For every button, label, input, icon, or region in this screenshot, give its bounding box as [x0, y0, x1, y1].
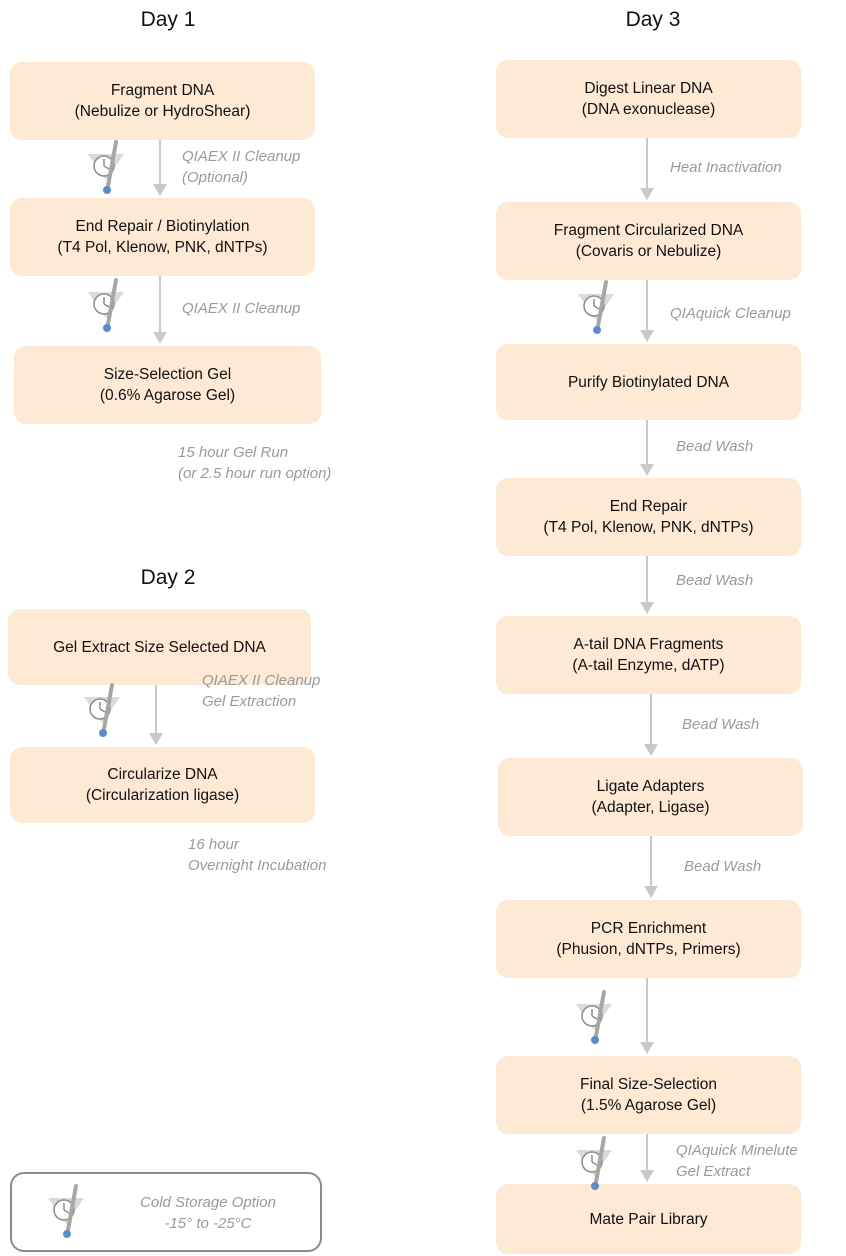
step-title: Fragment Circularized DNA: [553, 222, 744, 239]
day2-title: Day 2: [140, 566, 196, 589]
note-line: Bead Wash: [676, 572, 754, 589]
legend-text: Cold Storage Option -15° to -25°C: [108, 1192, 308, 1234]
step-title: Mate Pair Library: [589, 1210, 708, 1228]
note-line: QIAEX II Cleanup: [182, 148, 301, 165]
thermometer-clock-icon: [578, 280, 614, 334]
note-line: (Optional): [182, 169, 248, 186]
note-line: Overnight Incubation: [188, 857, 327, 874]
thermometer-clock-icon: [84, 683, 120, 737]
step-final-size-selection: Final Size-Selection (1.5% Agarose Gel): [496, 1056, 801, 1134]
note-line: Heat Inactivation: [670, 159, 782, 176]
note-line: Gel Extraction: [202, 693, 297, 710]
step-fragment-dna: Fragment DNA (Nebulize or HydroShear): [10, 62, 315, 140]
note-qiaquick-cleanup: QIAquick Cleanup: [670, 303, 791, 324]
flow-arrow: [640, 420, 654, 476]
flow-arrow: [640, 978, 654, 1054]
step-detail: (A-tail Enzyme, dATP): [572, 657, 725, 674]
flow-arrow: [153, 276, 167, 344]
flow-arrow: [640, 138, 654, 200]
note-line: (or 2.5 hour run option): [178, 465, 332, 482]
day1-title: Day 1: [140, 8, 196, 31]
note-line: Bead Wash: [676, 438, 754, 455]
note-qiaex-cleanup: QIAEX II Cleanup: [182, 298, 300, 319]
thermometer-clock-icon: [576, 1136, 612, 1190]
step-pcr-enrichment: PCR Enrichment (Phusion, dNTPs, Primers): [496, 900, 801, 978]
note-qiaquick-minelute: QIAquick Minelute Gel Extract: [676, 1140, 798, 1182]
thermometer-clock-icon: [88, 140, 124, 194]
step-size-selection-gel: Size-Selection Gel (0.6% Agarose Gel): [14, 346, 321, 424]
note-overnight-incubation: 16 hour Overnight Incubation: [188, 834, 326, 876]
step-circularize-dna: Circularize DNA (Circularization ligase): [10, 747, 315, 823]
note-bead-wash: Bead Wash: [682, 714, 759, 735]
legend-cold-storage: Cold Storage Option -15° to -25°C: [10, 1172, 322, 1252]
step-detail: (T4 Pol, Klenow, PNK, dNTPs): [57, 239, 268, 256]
note-line: QIAquick Minelute: [676, 1142, 798, 1159]
step-title: Final Size-Selection: [580, 1076, 717, 1093]
note-line: QIAEX II Cleanup: [182, 300, 301, 317]
step-detail: (T4 Pol, Klenow, PNK, dNTPs): [543, 519, 754, 536]
step-fragment-circularized-dna: Fragment Circularized DNA (Covaris or Ne…: [496, 202, 801, 280]
step-detail: (Covaris or Nebulize): [575, 243, 722, 260]
step-end-repair-biotinylation: End Repair / Biotinylation (T4 Pol, Klen…: [10, 198, 315, 276]
note-qiaex-gel-extraction: QIAEX II Cleanup Gel Extraction: [202, 670, 320, 712]
step-end-repair: End Repair (T4 Pol, Klenow, PNK, dNTPs): [496, 478, 801, 556]
thermometer-clock-icon: [88, 278, 124, 332]
step-detail: (Nebulize or HydroShear): [74, 103, 251, 120]
step-digest-linear-dna: Digest Linear DNA (DNA exonuclease): [496, 60, 801, 138]
step-detail: (1.5% Agarose Gel): [580, 1097, 717, 1114]
flow-arrow: [640, 1134, 654, 1182]
step-title: Ligate Adapters: [596, 778, 705, 795]
day3-title: Day 3: [625, 8, 681, 31]
note-line: 16 hour: [188, 836, 239, 853]
note-bead-wash: Bead Wash: [676, 570, 753, 591]
flow-arrow: [149, 685, 163, 745]
step-detail: (0.6% Agarose Gel): [99, 387, 236, 404]
step-title: Digest Linear DNA: [584, 80, 713, 97]
note-line: 15 hour Gel Run: [178, 444, 289, 461]
step-purify-biotinylated-dna: Purify Biotinylated DNA: [496, 344, 801, 420]
note-bead-wash: Bead Wash: [676, 436, 753, 457]
step-detail: (Circularization ligase): [85, 787, 240, 804]
step-title: Circularize DNA: [107, 766, 218, 783]
step-detail: (Adapter, Ligase): [591, 799, 710, 816]
step-gel-extract: Gel Extract Size Selected DNA: [8, 609, 311, 685]
flow-arrow: [644, 694, 658, 756]
step-title: End Repair: [609, 498, 688, 515]
step-a-tail-dna-fragments: A-tail DNA Fragments (A-tail Enzyme, dAT…: [496, 616, 801, 694]
step-title: A-tail DNA Fragments: [573, 636, 724, 653]
step-title: Fragment DNA: [110, 82, 215, 99]
flow-arrow: [640, 280, 654, 342]
step-ligate-adapters: Ligate Adapters (Adapter, Ligase): [498, 758, 803, 836]
legend-line: Cold Storage Option: [140, 1194, 276, 1211]
note-line: Bead Wash: [682, 716, 760, 733]
note-line: Gel Extract: [676, 1163, 751, 1180]
step-title: Size-Selection Gel: [103, 366, 232, 383]
note-heat-inactivation: Heat Inactivation: [670, 157, 782, 178]
note-qiaex-cleanup-optional: QIAEX II Cleanup (Optional): [182, 146, 300, 188]
step-detail: (DNA exonuclease): [581, 101, 716, 118]
step-mate-pair-library: Mate Pair Library: [496, 1184, 801, 1254]
step-title: Purify Biotinylated DNA: [567, 373, 730, 391]
step-title: End Repair / Biotinylation: [75, 218, 250, 235]
note-bead-wash: Bead Wash: [684, 856, 761, 877]
note-line: QIAEX II Cleanup: [202, 672, 321, 689]
note-line: Bead Wash: [684, 858, 762, 875]
flow-arrow: [644, 836, 658, 898]
note-line: QIAquick Cleanup: [670, 305, 791, 322]
thermometer-clock-icon: [576, 990, 612, 1044]
note-gel-run: 15 hour Gel Run (or 2.5 hour run option): [178, 442, 331, 484]
step-title: PCR Enrichment: [590, 920, 707, 937]
flow-arrow: [640, 556, 654, 614]
step-title: Gel Extract Size Selected DNA: [53, 638, 266, 656]
step-detail: (Phusion, dNTPs, Primers): [556, 941, 741, 958]
legend-line: -15° to -25°C: [164, 1215, 252, 1232]
thermometer-clock-icon: [48, 1184, 84, 1238]
flow-arrow: [153, 140, 167, 196]
